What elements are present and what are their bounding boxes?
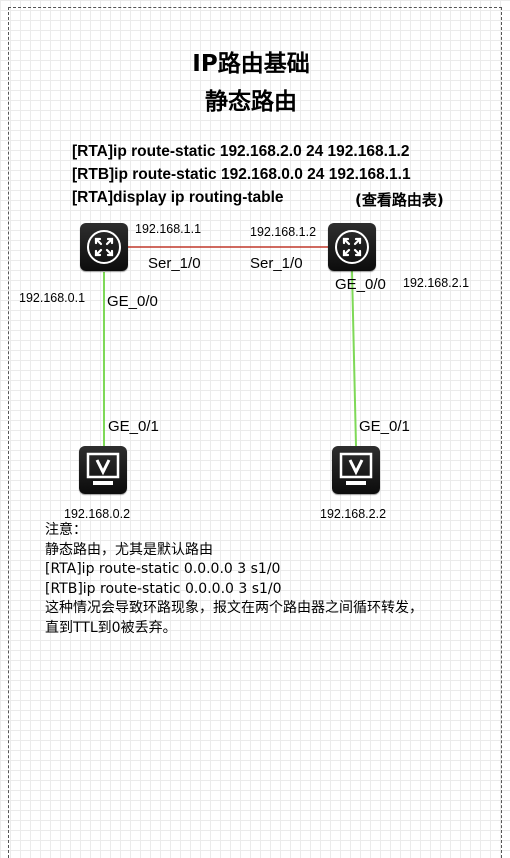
note-line: [RTA]ip route-static 0.0.0.0 3 s1/0 [45,561,281,577]
host-a[interactable] [79,446,127,494]
note-line: 直到TTL到0被丢弃。 [45,619,177,636]
note-block: 注意： 静态路由，尤其是默认路由 [RTA]ip route-static 0.… [45,521,423,638]
command-line-2: [RTB]ip route-static 192.168.0.0 24 192.… [72,166,411,183]
router-b-serial-ip: 192.168.1.2 [250,225,317,239]
title-line-1: IP路由基础 [192,51,310,77]
note-line: 注意： [45,522,87,538]
router-a-ge-ip: 192.168.0.1 [19,291,86,305]
note-line: [RTB]ip route-static 0.0.0.0 3 s1/0 [45,580,282,597]
router-a-serial-if: Ser_1/0 [148,255,201,272]
pc-icon [339,452,373,485]
title-line-2: 静态路由 [205,89,297,115]
router-a-serial-ip: 192.168.1.1 [135,222,202,236]
router-a-ge-if: GE_0/0 [107,293,158,310]
ethernet-link-b [351,270,357,447]
router-a[interactable] [80,223,128,271]
router-b-serial-if: Ser_1/0 [250,255,303,272]
router-icon [87,230,121,264]
host-b-if: GE_0/1 [359,418,410,435]
router-b[interactable] [328,223,376,271]
command-hint: (查看路由表) [355,191,444,209]
note-line: 这种情况会导致环路现象，报文在两个路由器之间循环转发， [45,600,423,616]
host-a-if: GE_0/1 [108,418,159,435]
command-line-3: [RTA]display ip routing-table [72,189,284,206]
diagram-frame: IP路由基础 静态路由 [8,7,502,858]
router-icon [335,230,369,264]
note-line: 静态路由，尤其是默认路由 [45,541,213,558]
pc-icon [86,452,120,485]
command-line-1: [RTA]ip route-static 192.168.2.0 24 192.… [72,143,410,160]
host-b-ip: 192.168.2.2 [320,507,387,521]
host-a-ip: 192.168.0.2 [64,507,131,521]
host-b[interactable] [332,446,380,494]
router-b-ge-ip: 192.168.2.1 [403,276,470,290]
router-b-ge-if: GE_0/0 [335,276,386,293]
